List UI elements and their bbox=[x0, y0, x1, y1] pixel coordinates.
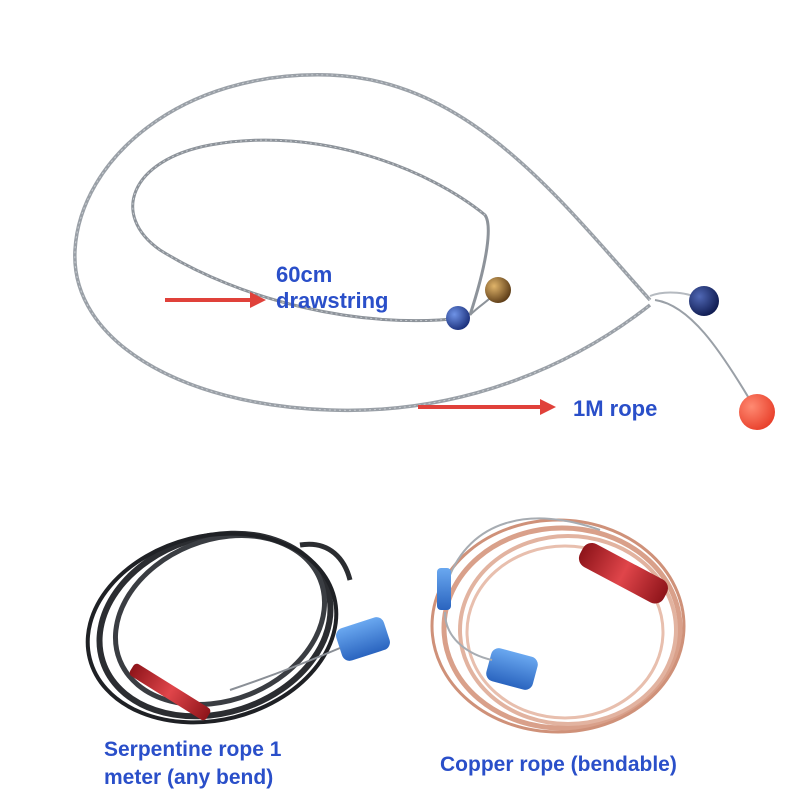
red-tube-serpentine bbox=[129, 663, 211, 721]
rope-label: 1M rope bbox=[573, 396, 658, 421]
serpentine-label-line1: Serpentine rope 1 bbox=[104, 738, 282, 761]
drawstring-label-line2: drawstring bbox=[276, 288, 389, 313]
orange-bead bbox=[739, 394, 775, 430]
drawstring-label-line1: 60cm bbox=[276, 262, 333, 287]
arrow-drawstring bbox=[165, 292, 266, 308]
bronze-bead bbox=[485, 277, 511, 303]
steel-rope-1m bbox=[73, 73, 751, 413]
blue-handle-copper-bottom bbox=[486, 648, 538, 690]
serpentine-label: Serpentine rope 1 meter (any bend) bbox=[104, 736, 364, 792]
red-tube-copper bbox=[578, 542, 668, 604]
drawstring-label: 60cm drawstring bbox=[276, 262, 436, 314]
serpentine-rope bbox=[85, 530, 390, 725]
navy-bead bbox=[689, 286, 719, 316]
copper-rope bbox=[430, 517, 686, 734]
blue-bead-small bbox=[446, 306, 470, 330]
serpentine-label-line2: meter (any bend) bbox=[104, 766, 274, 789]
copper-label: Copper rope (bendable) bbox=[440, 753, 677, 776]
arrow-rope bbox=[418, 399, 556, 415]
blue-handle-serpentine bbox=[336, 617, 390, 661]
blue-handle-copper-top bbox=[437, 568, 451, 610]
